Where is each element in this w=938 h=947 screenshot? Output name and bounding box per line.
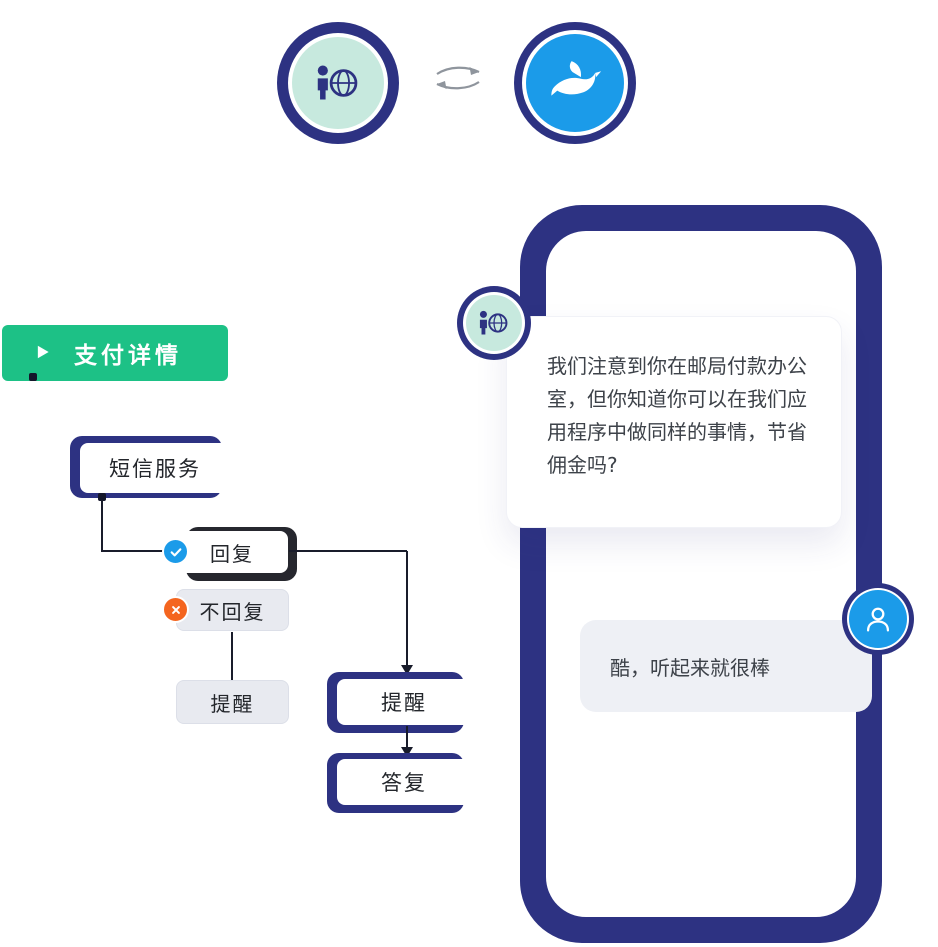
flow-connector: [406, 551, 408, 666]
avatar-core: [849, 590, 907, 648]
user-message-bubble: 酷，听起来就很棒: [580, 620, 872, 712]
flow-connector: [101, 500, 103, 551]
node-label: 短信服务: [109, 457, 201, 481]
badge-core: [292, 37, 384, 129]
node-answer[interactable]: 答复: [337, 759, 471, 805]
node-sms-service[interactable]: 短信服务: [80, 443, 230, 493]
bot-avatar: [457, 286, 531, 360]
node-reminder-left[interactable]: 提醒: [176, 680, 289, 724]
reply-check-badge: [162, 538, 189, 565]
bot-message-bubble: 我们注意到你在邮局付款办公室，但你知道你可以在我们应用程序中做同样的事情，节省佣…: [506, 316, 842, 528]
node-label: 提醒: [210, 691, 255, 716]
avatar-core: [466, 295, 522, 351]
person-globe-icon: [317, 65, 358, 100]
dove-icon: [551, 61, 602, 96]
messenger-badge: [514, 22, 636, 144]
payment-details-label: 支付详情: [74, 342, 182, 368]
arrow-down-icon: [401, 747, 413, 757]
user-message-text: 酷，听起来就很棒: [610, 655, 770, 680]
node-no-reply[interactable]: 不回复: [176, 589, 289, 631]
node-label: 回复: [210, 541, 254, 566]
node-label: 不回复: [199, 599, 266, 624]
bot-message-text: 我们注意到你在邮局付款办公室，但你知道你可以在我们应用程序中做同样的事情，节省佣…: [547, 354, 807, 477]
user-avatar: [842, 583, 914, 655]
play-icon: [32, 341, 52, 366]
cross-icon: [171, 605, 180, 614]
person-globe-icon: [479, 310, 508, 335]
connector-anchor-dot: [29, 373, 37, 381]
flow-connector: [289, 550, 407, 552]
check-icon: [170, 547, 181, 556]
no-reply-cross-badge: [162, 596, 189, 623]
node-label: 答复: [381, 771, 427, 795]
connector-anchor-dot: [98, 493, 106, 501]
swap-arrows-icon: [432, 60, 484, 96]
website-visitor-badge: [277, 22, 399, 144]
flow-connector: [231, 632, 233, 680]
node-label: 提醒: [381, 691, 427, 715]
arrow-down-icon: [401, 665, 413, 675]
flow-connector: [406, 726, 408, 748]
badge-core: [526, 34, 624, 132]
payment-details-button[interactable]: 支付详情: [2, 325, 228, 381]
person-icon: [866, 607, 890, 632]
node-reply[interactable]: 回复: [176, 531, 288, 573]
flow-connector: [101, 550, 177, 552]
node-reminder-right[interactable]: 提醒: [337, 679, 471, 725]
